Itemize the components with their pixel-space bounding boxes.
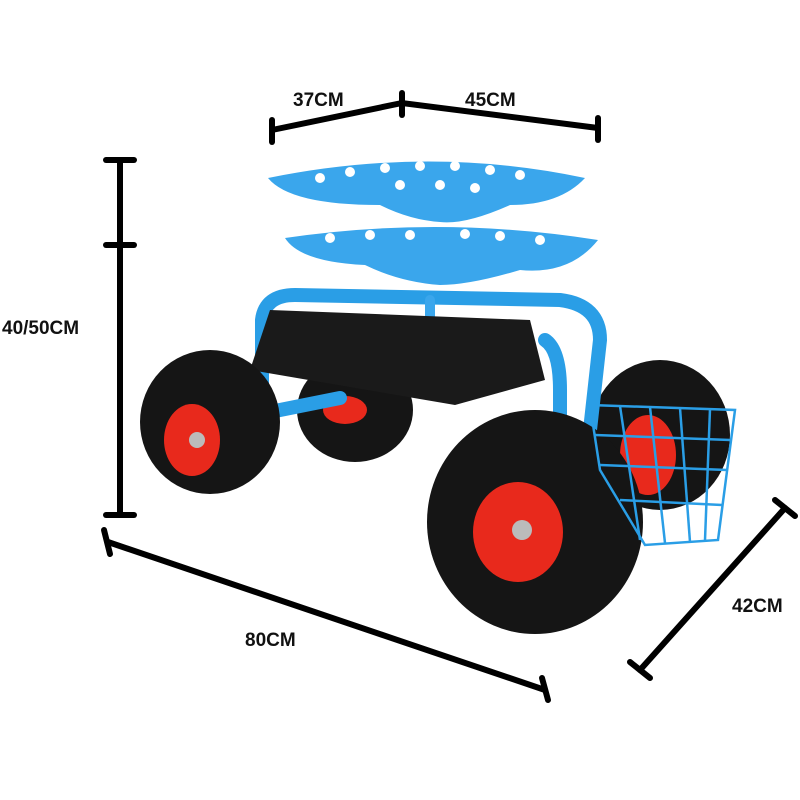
length-label: 80CM xyxy=(245,630,296,651)
seat-width-label: 45CM xyxy=(465,90,516,111)
seat-depth-label: 37CM xyxy=(293,90,344,111)
dimension-lines xyxy=(101,90,798,703)
wire-basket xyxy=(588,403,737,547)
front-wheel-right xyxy=(427,410,643,634)
seat-height-label: 40/50CM xyxy=(2,318,80,339)
seat-upper xyxy=(268,161,585,223)
width-label: 42CM xyxy=(732,596,783,617)
seat-lower xyxy=(285,226,598,285)
front-wheel-left xyxy=(140,350,280,494)
tool-tray xyxy=(250,310,545,405)
